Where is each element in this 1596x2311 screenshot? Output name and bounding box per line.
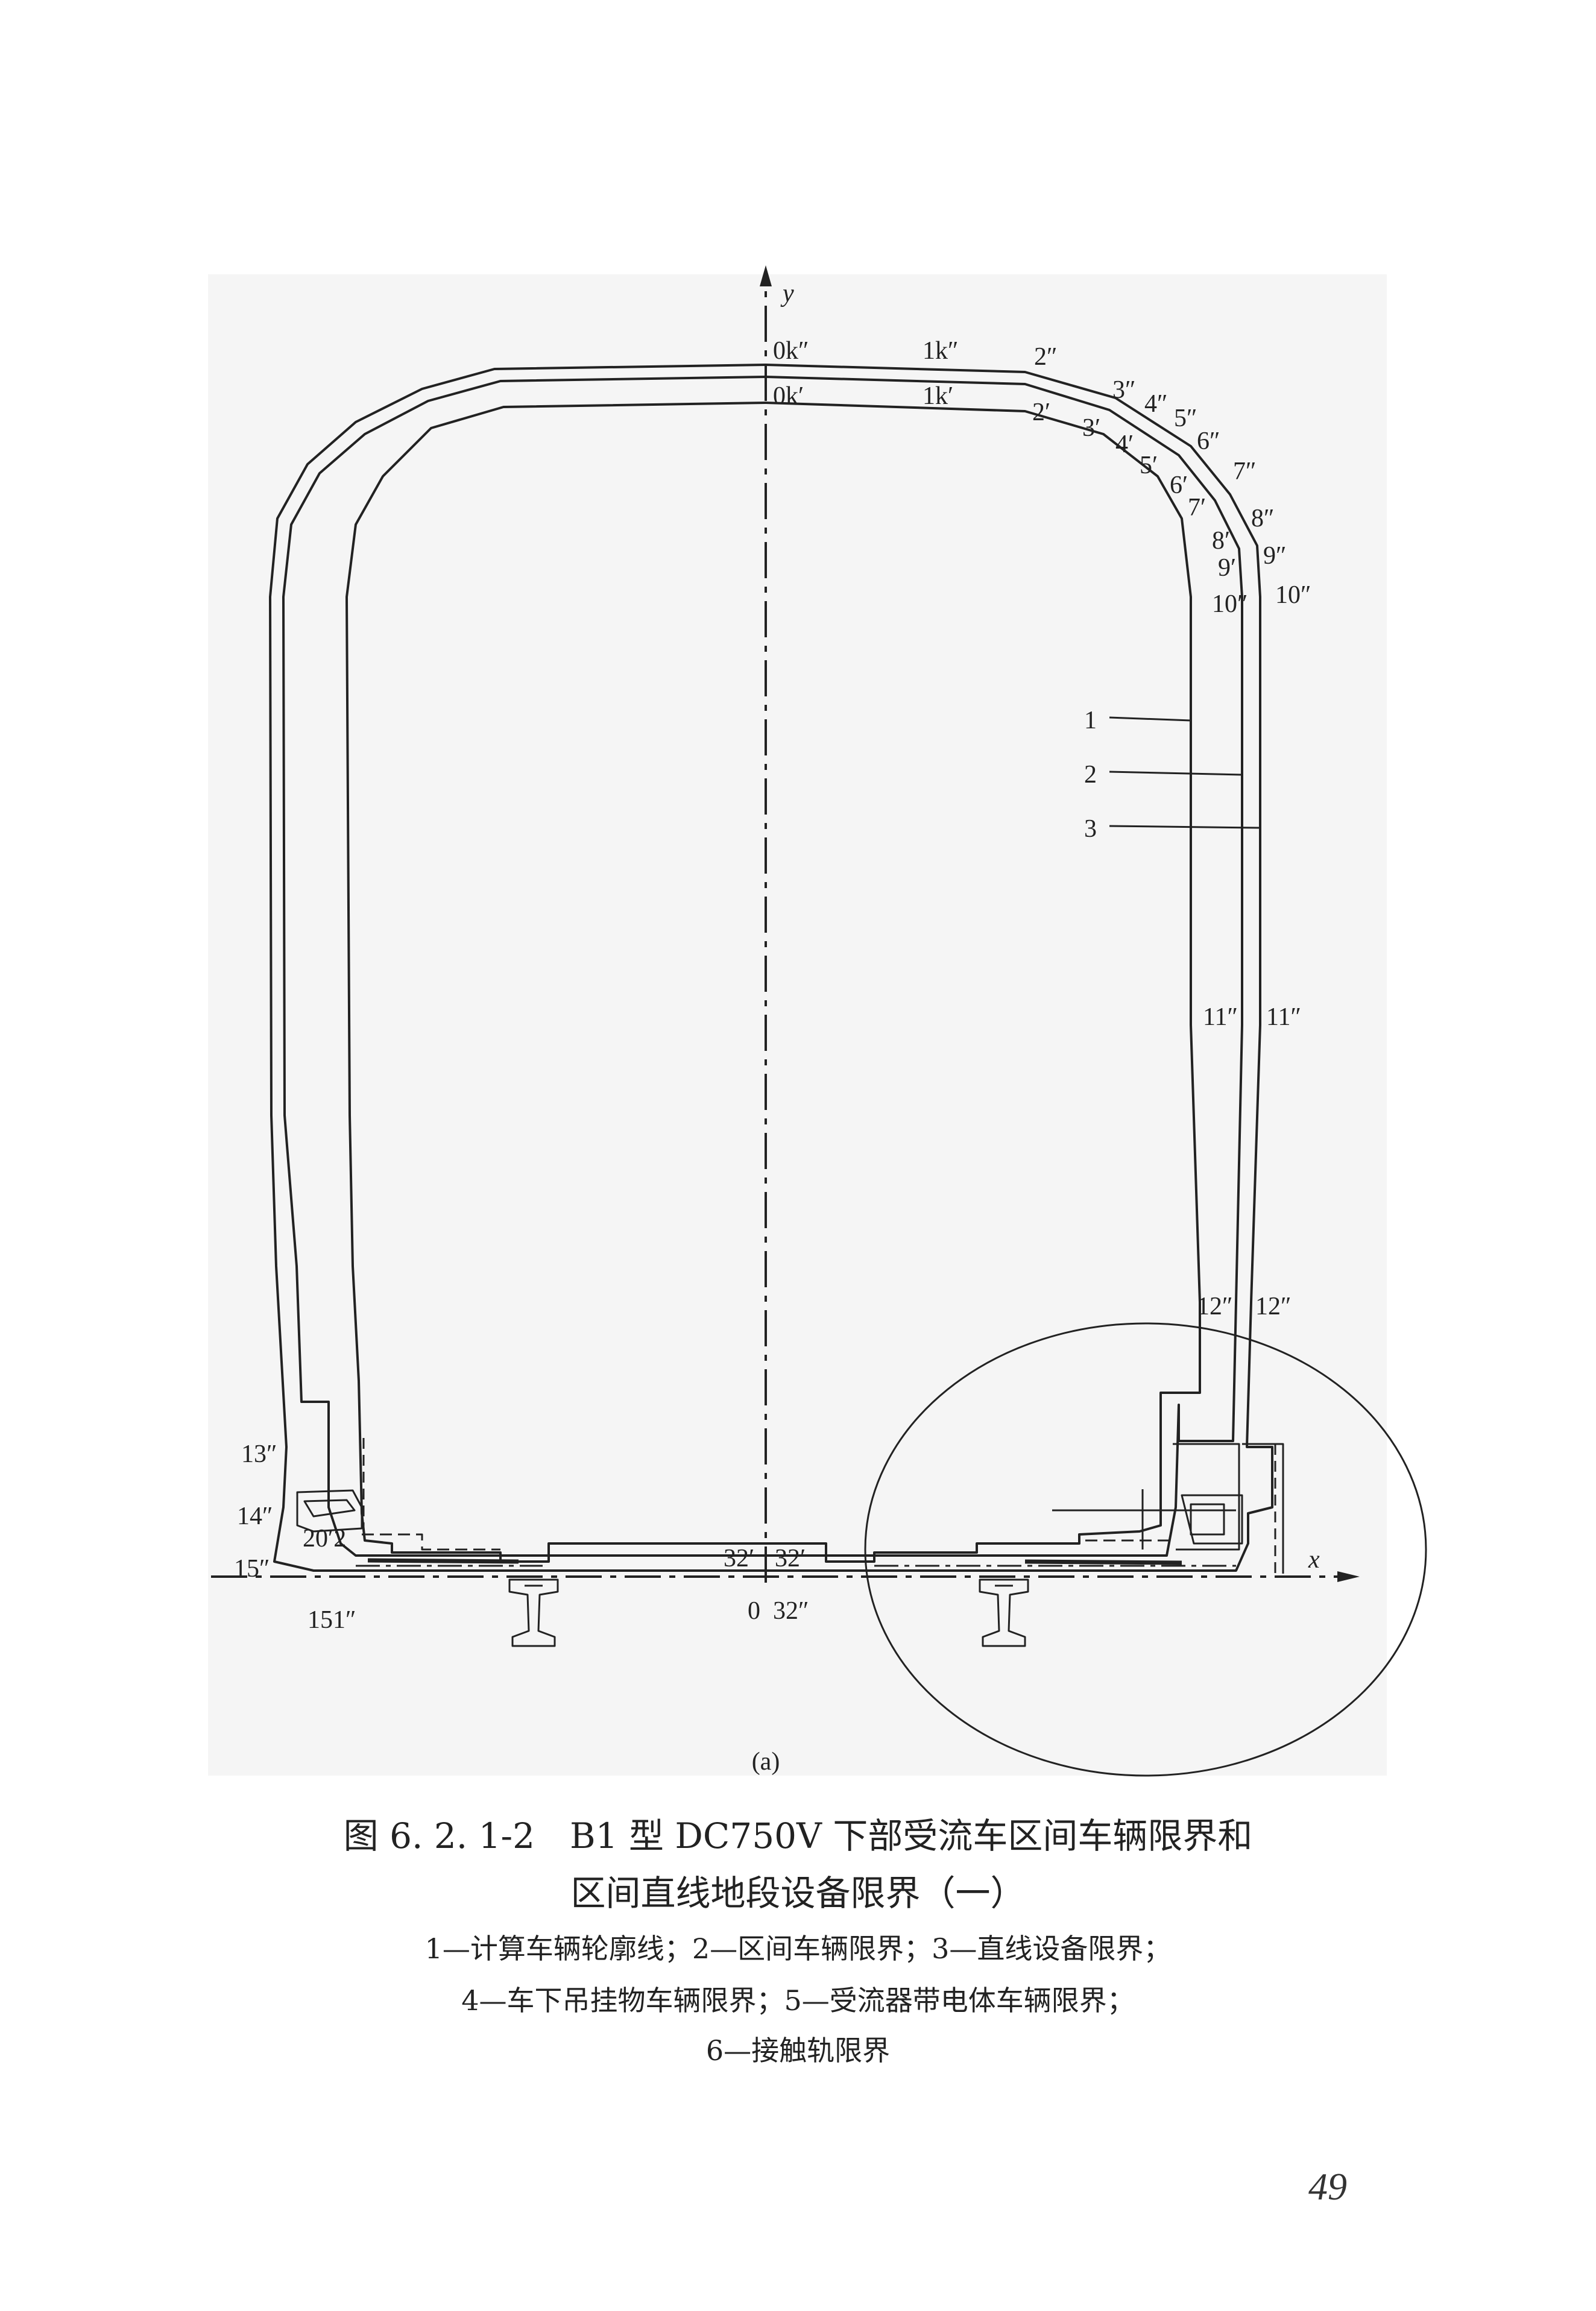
vehicle-gauge-outline xyxy=(282,376,1243,1557)
right-conductor-rail xyxy=(1024,1559,1182,1565)
callout-3-leader xyxy=(1109,825,1260,829)
label-1k-inner: 1k′ xyxy=(923,382,953,410)
label-12-inner: 12″ xyxy=(1197,1293,1233,1320)
label-7-inner: 7′ xyxy=(1188,494,1206,522)
label-8-inner: 8′ xyxy=(1212,527,1230,555)
left-collector-box xyxy=(296,1489,363,1533)
label-6-outer: 6″ xyxy=(1197,427,1220,455)
label-32-inner: 32′ xyxy=(724,1545,754,1572)
label-32-outer: 32″ xyxy=(773,1597,809,1625)
left-hanging-gauge xyxy=(362,1533,500,1551)
legend-line-3: 6—接触轨限界 xyxy=(705,2034,891,2067)
callout-1-leader xyxy=(1109,716,1191,722)
label-7-outer: 7″ xyxy=(1233,458,1257,485)
callout-3: 3 xyxy=(1084,815,1097,843)
label-15: 15″ xyxy=(234,1555,270,1583)
label-0k-inner: 0k′ xyxy=(773,382,804,410)
left-collector-inner xyxy=(303,1499,356,1518)
right-collector xyxy=(1181,1494,1243,1545)
label-3-inner: 3′ xyxy=(1082,414,1100,442)
right-outer-box xyxy=(1242,1443,1284,1574)
page-number: 49 xyxy=(1308,2165,1347,2208)
subfigure-label: (a) xyxy=(752,1748,780,1776)
label-8-outer: 8″ xyxy=(1251,505,1275,532)
callout-2-leader xyxy=(1109,771,1243,776)
legend-line-2: 4—车下吊挂物车辆限界；5—受流器带电体车辆限界； xyxy=(461,1984,1135,2017)
caption-title-line-1: 图 6. 2. 1-2 B1 型 DC750V 下部受流车区间车辆限界和 xyxy=(343,1815,1253,1856)
caption-title-line-2: 区间直线地段设备限界（一） xyxy=(570,1873,1026,1914)
right-rail xyxy=(979,1578,1029,1647)
label-0k-outer: 0k″ xyxy=(773,337,809,365)
label-10-inner: 10″ xyxy=(1212,590,1248,618)
label-11-outer: 11″ xyxy=(1266,1003,1301,1031)
label-origin: 0 xyxy=(748,1597,760,1625)
label-9-inner: 9′ xyxy=(1218,554,1236,582)
label-6-inner: 6′ xyxy=(1170,471,1188,499)
y-axis-label: y xyxy=(780,280,794,307)
detail-ellipse xyxy=(864,1322,1427,1777)
label-12-outer: 12″ xyxy=(1255,1293,1292,1320)
callout-2: 2 xyxy=(1084,761,1097,789)
equipment-gauge-outline xyxy=(269,364,1273,1572)
label-4-outer: 4″ xyxy=(1144,390,1168,418)
label-2-inner: 2′ xyxy=(1032,399,1050,426)
label-5-outer: 5″ xyxy=(1174,405,1197,432)
label-13: 13″ xyxy=(241,1440,277,1468)
label-9-outer: 9″ xyxy=(1263,542,1287,570)
left-rail xyxy=(508,1578,559,1647)
label-32-inner-b: 32′ xyxy=(775,1545,806,1572)
label-3-outer: 3″ xyxy=(1112,376,1136,404)
y-axis-arrow xyxy=(760,265,772,286)
label-20-2: 20′2 xyxy=(303,1525,346,1553)
label-11-inner: 11″ xyxy=(1203,1003,1238,1031)
label-5-inner: 5′ xyxy=(1140,452,1158,479)
label-10-outer: 10″ xyxy=(1275,581,1311,609)
left-conductor-rail xyxy=(367,1558,519,1564)
label-2-outer: 2″ xyxy=(1034,343,1058,371)
vehicle-outline xyxy=(345,402,1201,1563)
right-hanging-box xyxy=(1173,1443,1240,1551)
label-4-inner: 4′ xyxy=(1115,430,1134,458)
callout-1: 1 xyxy=(1084,707,1097,734)
legend-line-1: 1—计算车辆轮廓线；2—区间车辆限界；3—直线设备限界； xyxy=(424,1932,1172,1965)
x-axis-arrow xyxy=(1337,1571,1360,1582)
label-1k-outer: 1k″ xyxy=(923,337,959,365)
label-15-1: 151″ xyxy=(308,1606,356,1634)
right-collector-shoe xyxy=(1190,1503,1225,1536)
label-14: 14″ xyxy=(237,1502,273,1530)
x-axis-label: x xyxy=(1308,1546,1320,1574)
